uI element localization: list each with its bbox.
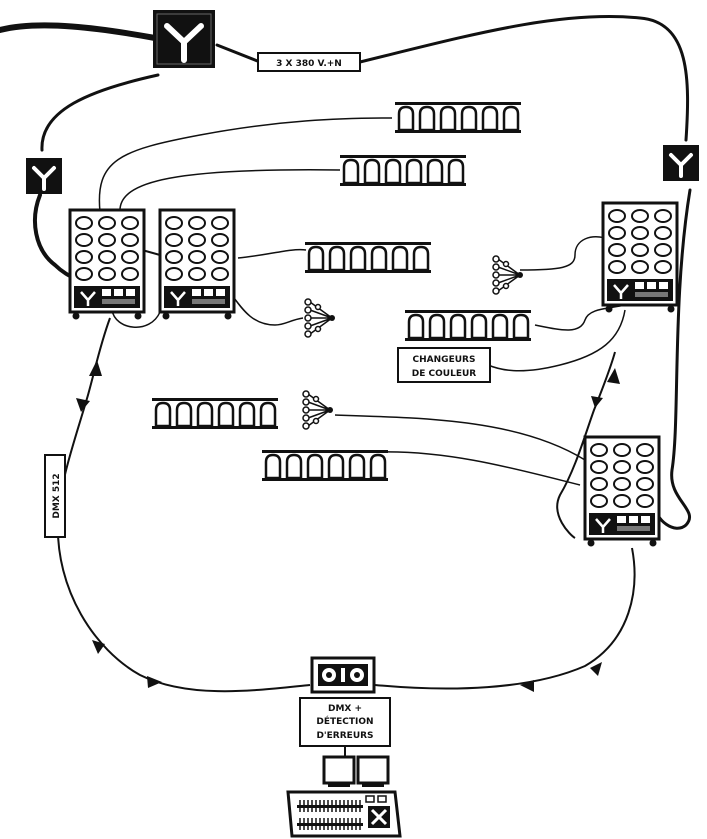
power-distribution-box-right	[661, 143, 701, 183]
dmx512-label-text: DMX 512	[52, 473, 62, 518]
signal-cables	[98, 117, 631, 486]
color-changers-label-line1: CHANGEURS	[413, 355, 476, 365]
power-distribution-box-left	[24, 156, 64, 196]
dmx512-label: DMX 512	[44, 454, 66, 538]
dimmer-rack-1	[68, 208, 146, 321]
dmx-splitter-2	[492, 255, 524, 295]
dmx-error-label-line3: D'ERREURS	[316, 731, 373, 741]
dmx-error-label-line2: DÉTECTION	[316, 715, 373, 727]
dimmer-rack-2	[158, 208, 236, 321]
color-changers-label: CHANGEURS DE COULEUR	[397, 347, 491, 383]
dmx-arrows	[76, 360, 620, 692]
lamp-bar-1	[393, 100, 523, 135]
dmx-splitter-1	[304, 298, 336, 338]
power-label-text: 3 X 380 V.+N	[276, 59, 342, 69]
dmx-loop	[56, 317, 636, 760]
lamp-bar-6	[260, 448, 390, 483]
lamp-bar-3	[303, 240, 433, 275]
lamp-bar-4	[403, 308, 533, 343]
lamp-bar-5	[150, 396, 280, 431]
dmx-error-detection-label: DMX + DÉTECTION D'ERREURS	[299, 697, 391, 747]
monitors	[322, 755, 390, 787]
dmx-error-detection-unit	[310, 656, 376, 694]
color-changers-label-line2: DE COULEUR	[412, 369, 477, 379]
dmx-splitter-3	[302, 390, 334, 430]
power-label: 3 X 380 V.+N	[257, 52, 361, 72]
main-power-distribution-box	[153, 10, 215, 68]
power-cables	[0, 14, 692, 530]
dmx-error-label-line1: DMX +	[328, 704, 362, 714]
dimmer-rack-3	[601, 201, 679, 314]
lamp-bar-2	[338, 153, 468, 188]
lighting-console	[286, 790, 402, 838]
dimmer-rack-4	[583, 435, 661, 548]
